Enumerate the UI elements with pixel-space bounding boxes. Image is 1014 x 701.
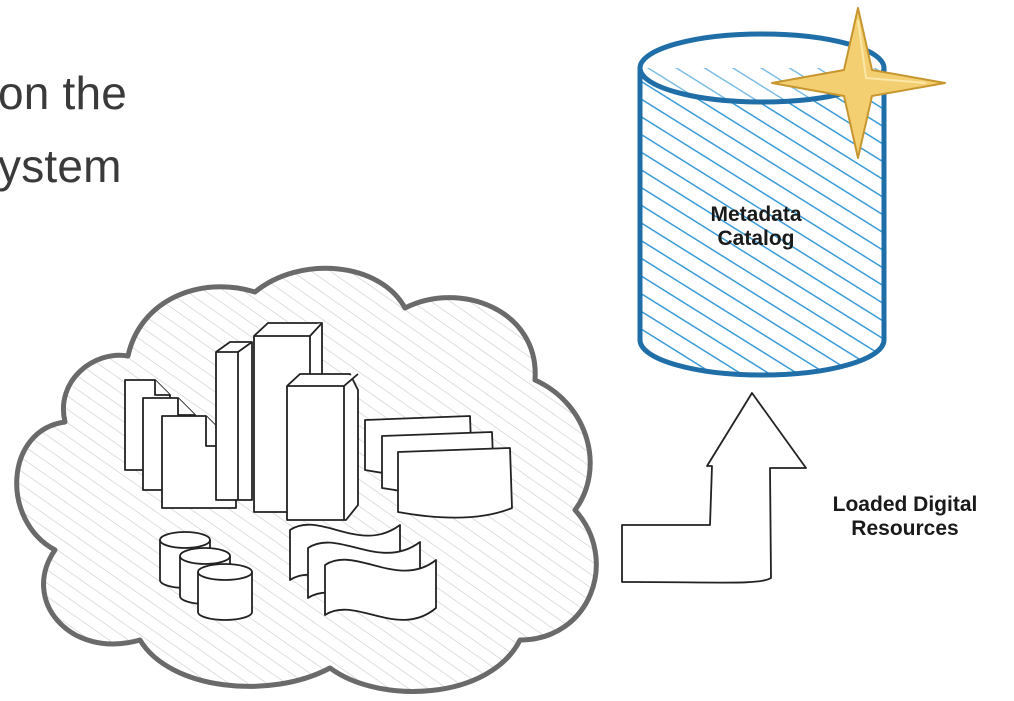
star-highlight xyxy=(857,19,927,84)
cylinder-stack-icon xyxy=(159,531,253,621)
heading-line-1: on the xyxy=(0,67,128,119)
catalog-label-line-2: Catalog xyxy=(717,227,795,251)
resources-label-line-1: Loaded Digital xyxy=(832,493,978,516)
wavy-sheets-icon xyxy=(289,523,437,621)
resources-label-line-2: Resources xyxy=(851,517,959,541)
metadata-catalog-label: Metadata Catalog xyxy=(676,203,836,251)
catalog-label-line-1: Metadata xyxy=(710,203,802,226)
card-stack-icon xyxy=(364,415,513,519)
flow-arrow xyxy=(621,392,807,584)
heading-line-2: ystem xyxy=(0,140,122,192)
bar-blocks-icon xyxy=(215,322,359,521)
loaded-resources-label: Loaded Digital Resources xyxy=(800,493,1010,541)
metadata-catalog-cylinder xyxy=(637,31,887,378)
star-icon xyxy=(771,7,946,159)
